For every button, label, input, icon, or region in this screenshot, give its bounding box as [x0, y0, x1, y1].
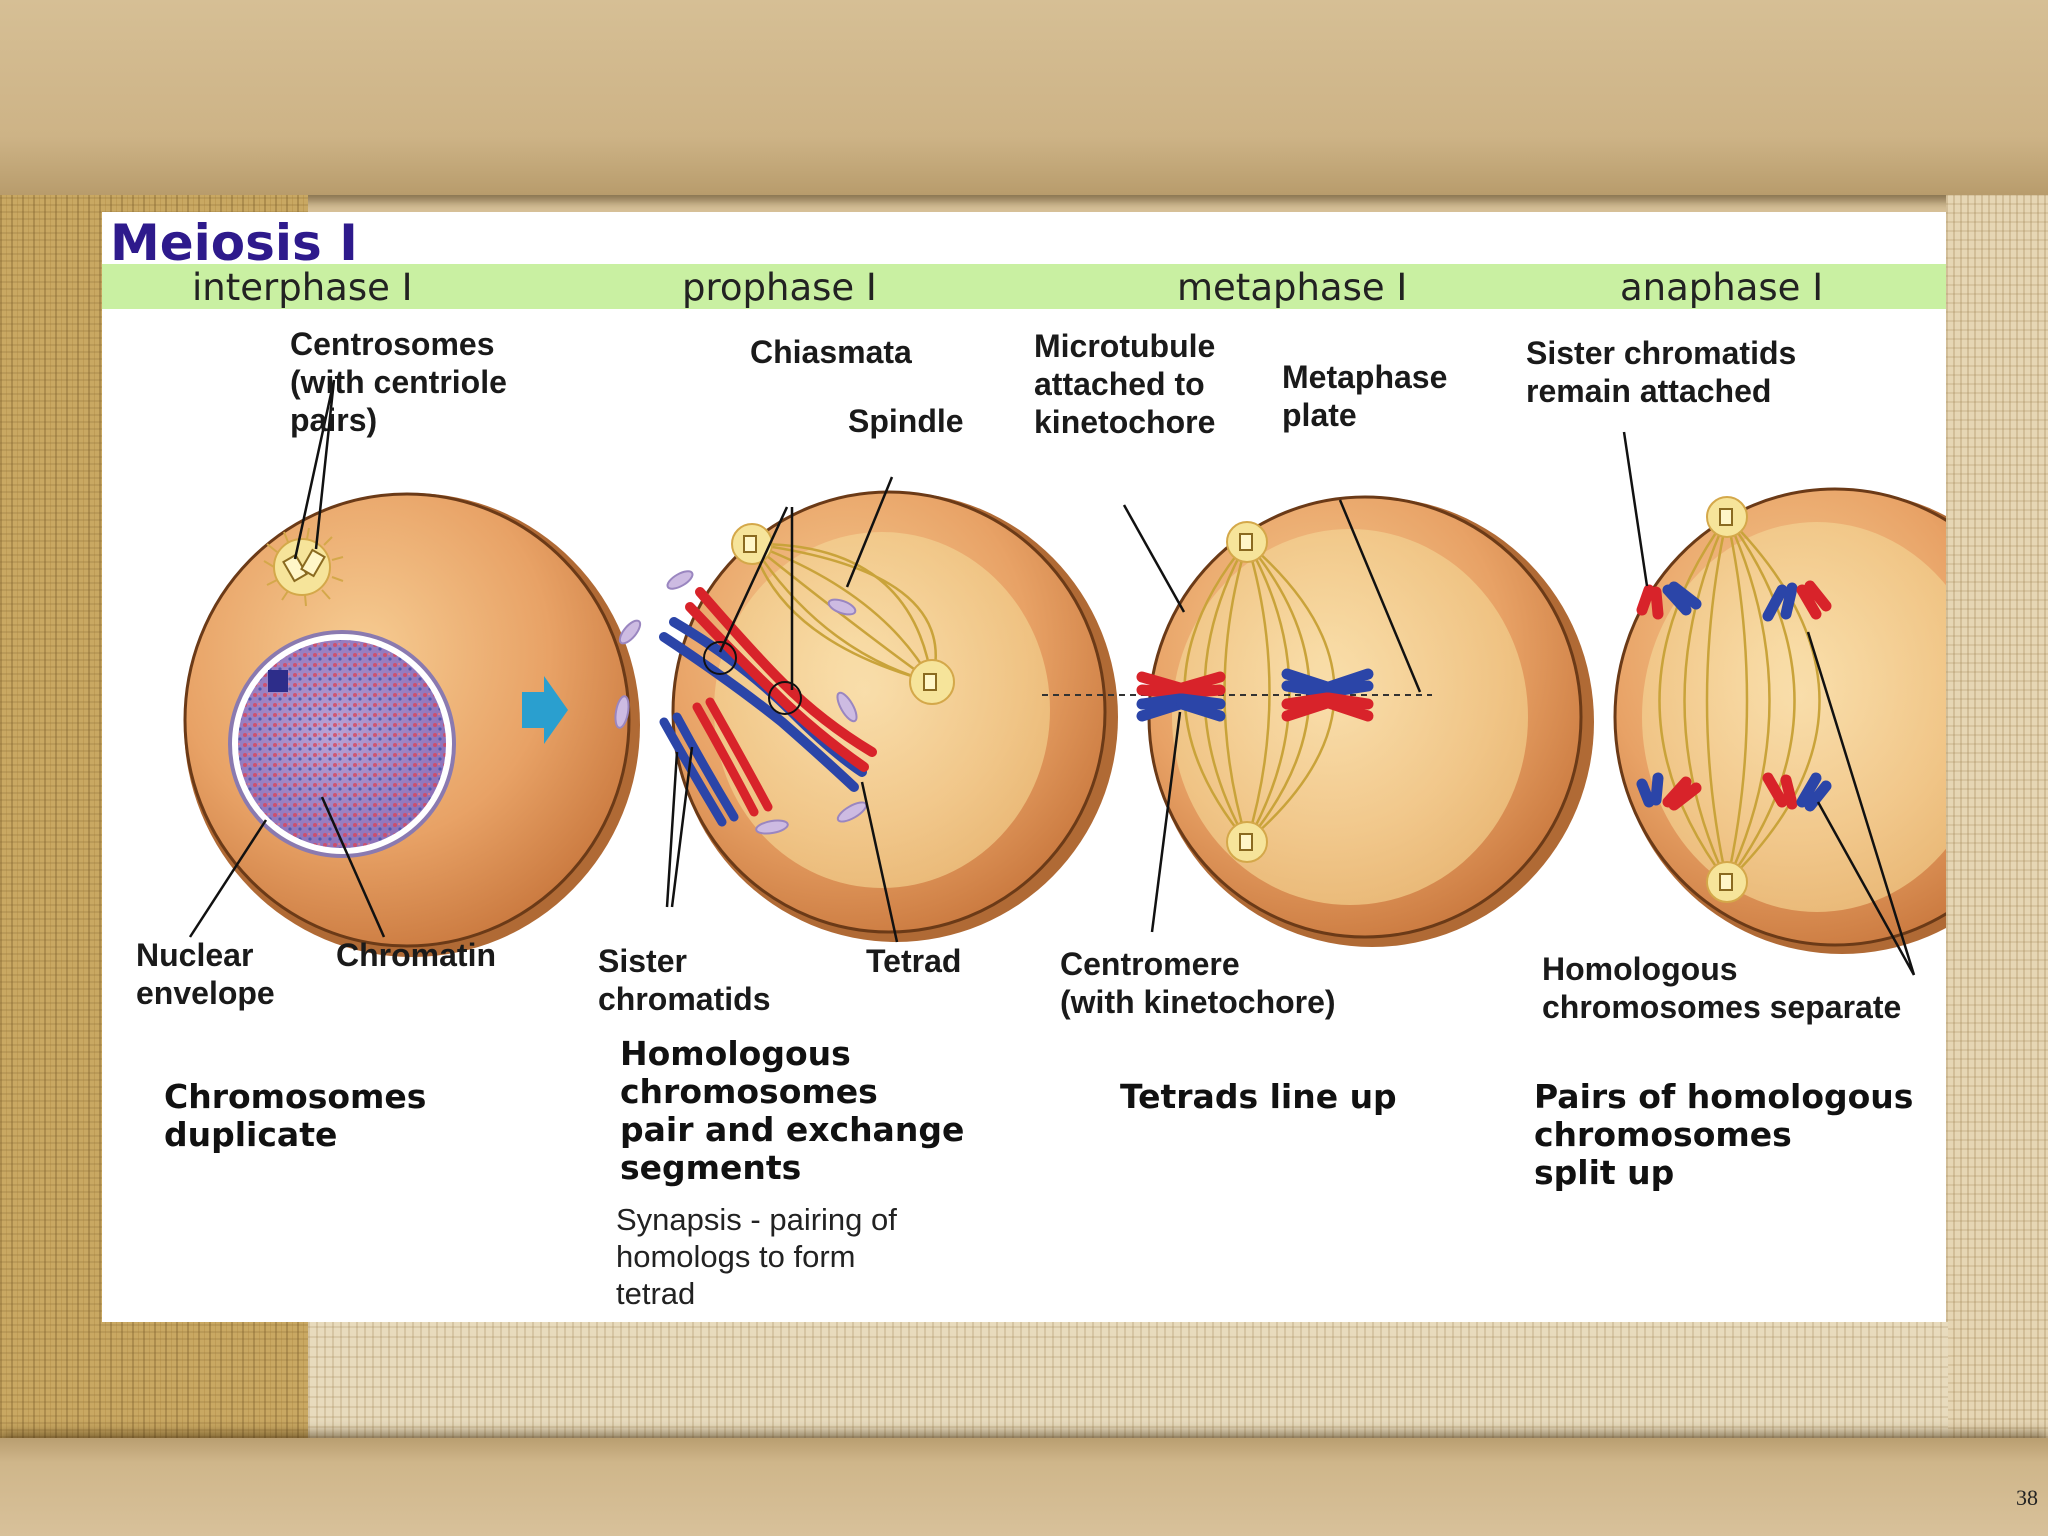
caption-anaphase: Pairs of homologous chromosomes split up	[1534, 1077, 1914, 1192]
label-chromatin: Chromatin	[336, 937, 496, 973]
prophase-cell	[614, 476, 1118, 943]
nuclear-envelope-fragments	[614, 570, 868, 835]
spindle-pole-bottom	[1226, 821, 1268, 863]
label-chiasmata: Chiasmata	[750, 334, 912, 370]
anaphase-chromosomes-top	[1636, 580, 1832, 622]
meiosis-illustration	[183, 379, 1946, 976]
spindle-fibers	[750, 542, 942, 684]
page-number: 38	[2016, 1485, 2038, 1510]
centrosome-1	[263, 527, 344, 607]
caption-interphase: Chromosomes duplicate	[164, 1077, 427, 1154]
label-nuclear-envelope: Nuclear envelope	[136, 937, 275, 1011]
right-decorative-texture	[1946, 195, 2048, 1438]
anaphase-cell	[1613, 431, 1946, 976]
tetrad-2	[659, 697, 773, 827]
metaphase-tetrad-right	[1281, 668, 1374, 722]
stage-label-interphase: interphase I	[192, 266, 413, 309]
stage-label-metaphase: metaphase I	[1177, 266, 1408, 309]
label-microtubule: Microtubule attached to kinetochore	[1034, 328, 1216, 440]
arrow-1-icon	[522, 676, 568, 744]
caption-metaphase: Tetrads line up	[1120, 1077, 1397, 1116]
label-spindle: Spindle	[848, 403, 964, 439]
caption-prophase: Homologous chromosomes pair and exchange…	[620, 1034, 965, 1187]
spindle-pole-1	[731, 523, 773, 565]
label-homologous-separate: Homologous chromosomes separate	[1542, 951, 1902, 1025]
slide-header-bar	[0, 0, 2048, 195]
spindle-pole-bottom-anaphase	[1706, 861, 1748, 903]
metaphase-tetrad-left	[1136, 671, 1226, 722]
stage-band	[102, 264, 1946, 309]
interphase-cell	[183, 379, 640, 957]
label-centromere: Centromere (with kinetochore)	[1060, 946, 1336, 1020]
stage-label-anaphase: anaphase I	[1620, 266, 1824, 309]
label-sister-remain-attached: Sister chromatids remain attached	[1526, 335, 1797, 409]
label-sister-chromatids: Sister chromatids	[598, 943, 771, 1017]
spindle-pole-top-anaphase	[1706, 496, 1748, 538]
synapsis-note: Synapsis - pairing of homologs to form t…	[616, 1202, 897, 1311]
spindle-pole-top	[1226, 521, 1268, 563]
label-centrosomes: Centrosomes (with centriole pairs)	[290, 326, 507, 438]
nucleolus	[268, 670, 288, 692]
anaphase-chromosomes-bottom	[1636, 772, 1832, 812]
stage-label-prophase: prophase I	[682, 266, 877, 309]
bottom-decorative-texture	[308, 1322, 1948, 1438]
spindle-pole-2	[909, 659, 955, 705]
figure-title: Meiosis I	[110, 214, 358, 272]
anaphase-spindle	[1658, 516, 1821, 883]
slide-footer-bar	[0, 1438, 2048, 1536]
meiosis-figure: Meiosis I interphase I prophase I metaph…	[102, 212, 1946, 1322]
label-metaphase-plate: Metaphase plate	[1282, 359, 1448, 433]
metaphase-cell	[1042, 495, 1594, 947]
label-tetrad: Tetrad	[866, 943, 962, 979]
